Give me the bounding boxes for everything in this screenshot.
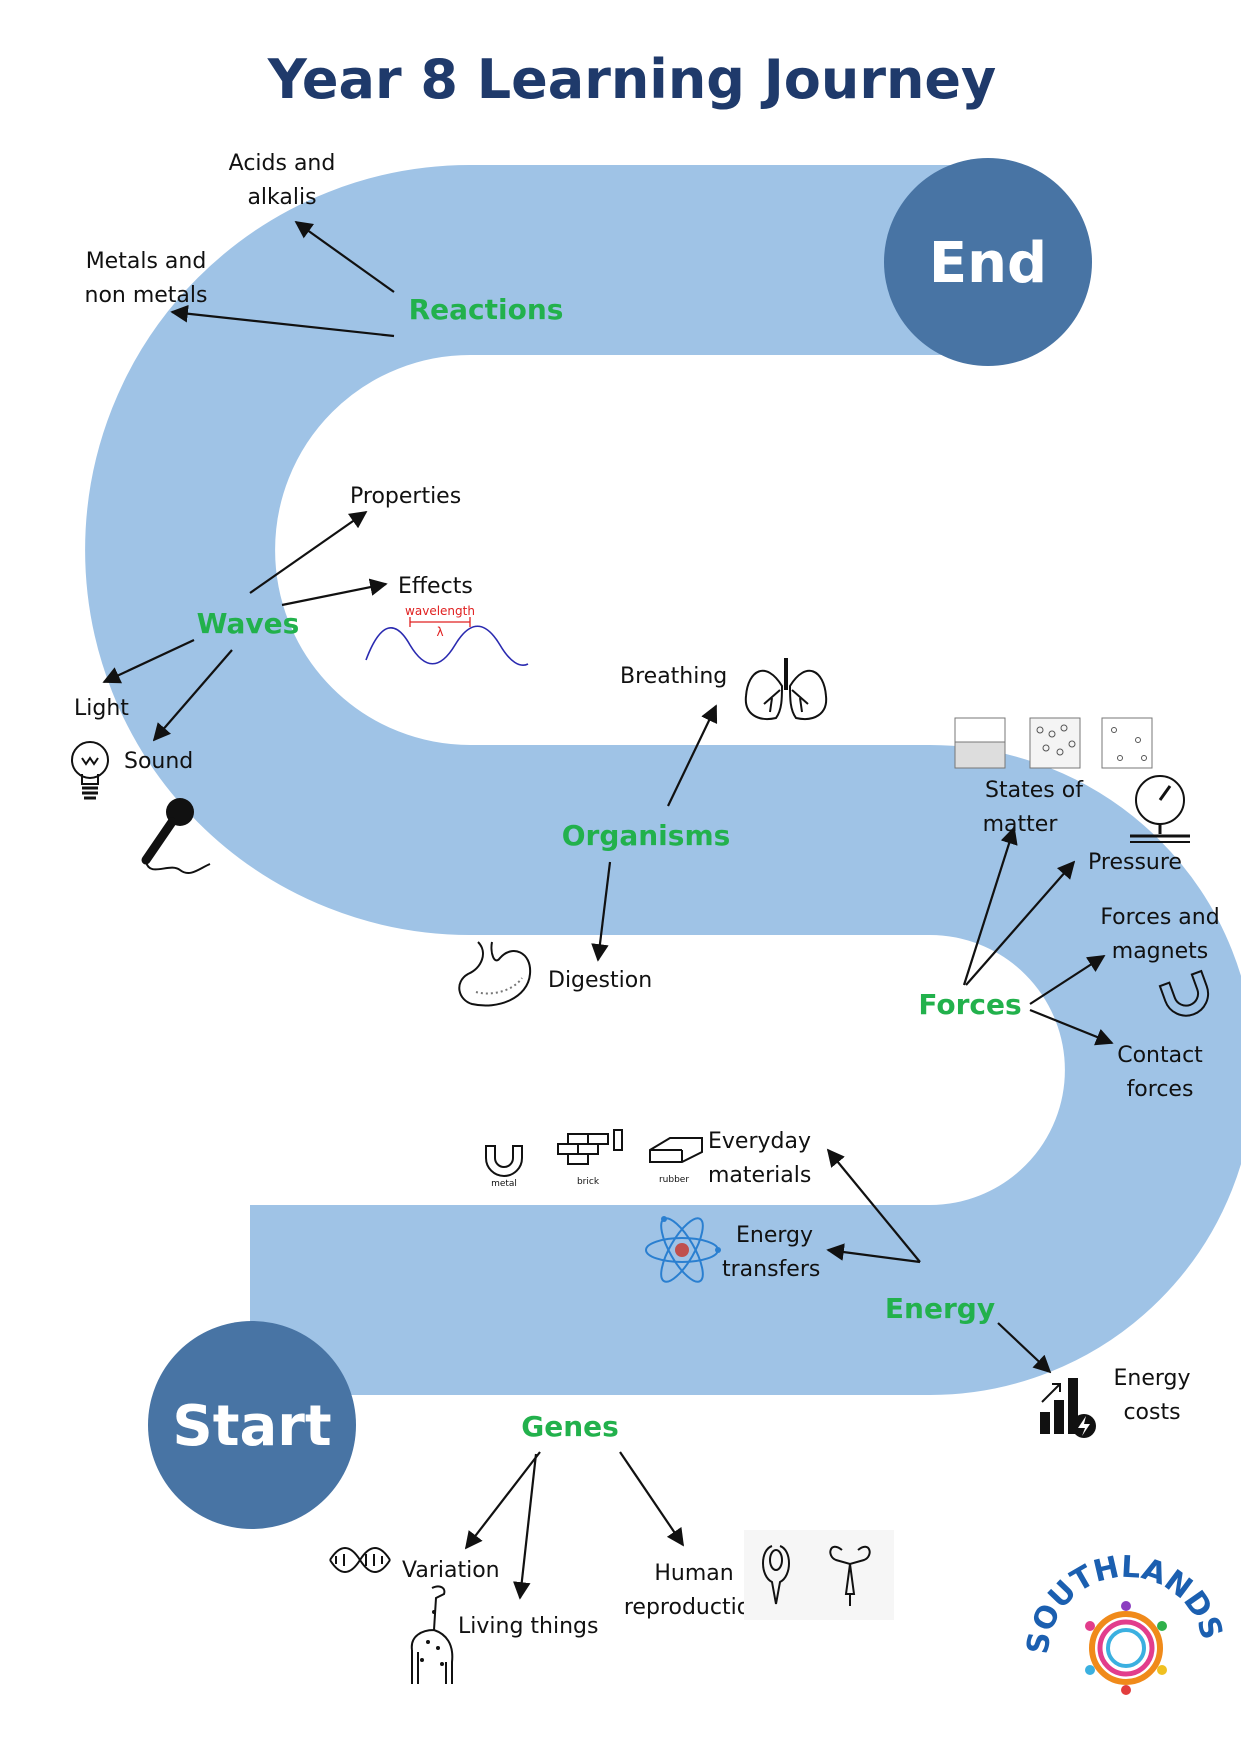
start-marker: Start [148,1321,356,1529]
arrow-energy-transfers [826,1243,921,1264]
arrow-organisms-breathing [667,704,718,807]
arrow-genes-human [619,1451,684,1547]
states-of-matter-icon [954,717,1153,769]
lightbulb-icon [71,741,109,800]
label-pressure: Pressure [1088,850,1182,875]
arrow-reactions-acids [294,220,395,293]
label-contact-line1: Contact [1117,1043,1203,1068]
microphone-icon [141,798,211,874]
metal-magnet-icon: metal [485,1145,523,1189]
giraffe-icon [410,1585,454,1684]
label-digestion: Digestion [548,968,652,993]
label-acids-line2: alkalis [247,185,316,210]
arrow-waves-light [102,639,195,684]
arrow-reactions-metals [170,304,395,338]
journey-path [85,165,1241,1395]
arrow-genes-living [513,1453,538,1600]
label-magnets-line1: Forces and [1100,905,1219,930]
label-light: Light [74,696,129,721]
energy-costs-chart-icon [1040,1378,1096,1438]
pressure-gauge-icon [1130,775,1190,843]
topic-reactions: Reactions [409,293,564,326]
arrow-genes-variation [464,1451,541,1550]
label-living-things: Living things [458,1614,598,1639]
label-materials-line2: materials [708,1163,811,1188]
label-transfers-line2: transfers [722,1257,820,1282]
label-breathing: Breathing [620,664,727,689]
label-human-line1: Human [654,1561,733,1586]
dna-icon [329,1547,391,1573]
label-transfers-line1: Energy [736,1223,813,1248]
reproductive-organs-icon [744,1530,894,1620]
arrow-waves-sound [152,649,233,742]
brick-icon: brick [557,1129,623,1187]
arrow-forces-pressure [965,860,1076,986]
end-label: End [929,231,1047,296]
page-title: Year 8 Learning Journey [267,48,997,111]
label-human-line2: reproduction [624,1595,764,1620]
arrow-energy-costs [997,1322,1052,1374]
topic-forces: Forces [918,988,1021,1021]
stomach-icon [458,941,532,1007]
label-materials-line1: Everyday [708,1129,811,1154]
start-label: Start [172,1394,331,1459]
label-variation: Variation [402,1558,500,1583]
wavelength-diagram-icon: wavelength λ [365,604,529,666]
end-marker: End [884,158,1092,366]
wavelength-text: wavelength [405,604,475,618]
arrow-organisms-digestion [591,861,612,962]
arrow-forces-magnets [1029,955,1106,1005]
arrow-forces-contact [1029,1008,1114,1046]
topic-waves: Waves [197,607,300,640]
caption-rubber: rubber [659,1175,689,1185]
label-states-line2: matter [983,812,1059,837]
caption-metal: metal [491,1179,517,1189]
lungs-icon [744,658,828,720]
label-sound: Sound [124,749,193,774]
label-costs-line1: Energy [1113,1366,1190,1391]
label-acids-line1: Acids and [229,151,336,176]
arrow-energy-materials [826,1148,921,1263]
label-costs-line2: costs [1123,1400,1180,1425]
arrow-waves-properties [249,510,368,594]
label-contact-line2: forces [1127,1077,1194,1102]
arrow-waves-effects [281,578,388,607]
label-metals-line2: non metals [85,283,208,308]
label-metals-line1: Metals and [86,249,207,274]
topic-genes: Genes [521,1410,619,1443]
topic-energy: Energy [885,1292,995,1325]
label-states-line1: States of [985,778,1084,803]
label-properties: Properties [350,484,461,509]
rubber-icon: rubber [649,1137,703,1185]
horseshoe-magnet-icon [1158,969,1210,1017]
label-effects: Effects [398,574,473,599]
lambda-symbol: λ [436,625,443,639]
label-magnets-line2: magnets [1112,939,1208,964]
arrow-forces-states [962,826,1018,986]
topic-organisms: Organisms [562,819,731,852]
caption-brick: brick [577,1177,600,1187]
atom-icon [645,1216,721,1283]
